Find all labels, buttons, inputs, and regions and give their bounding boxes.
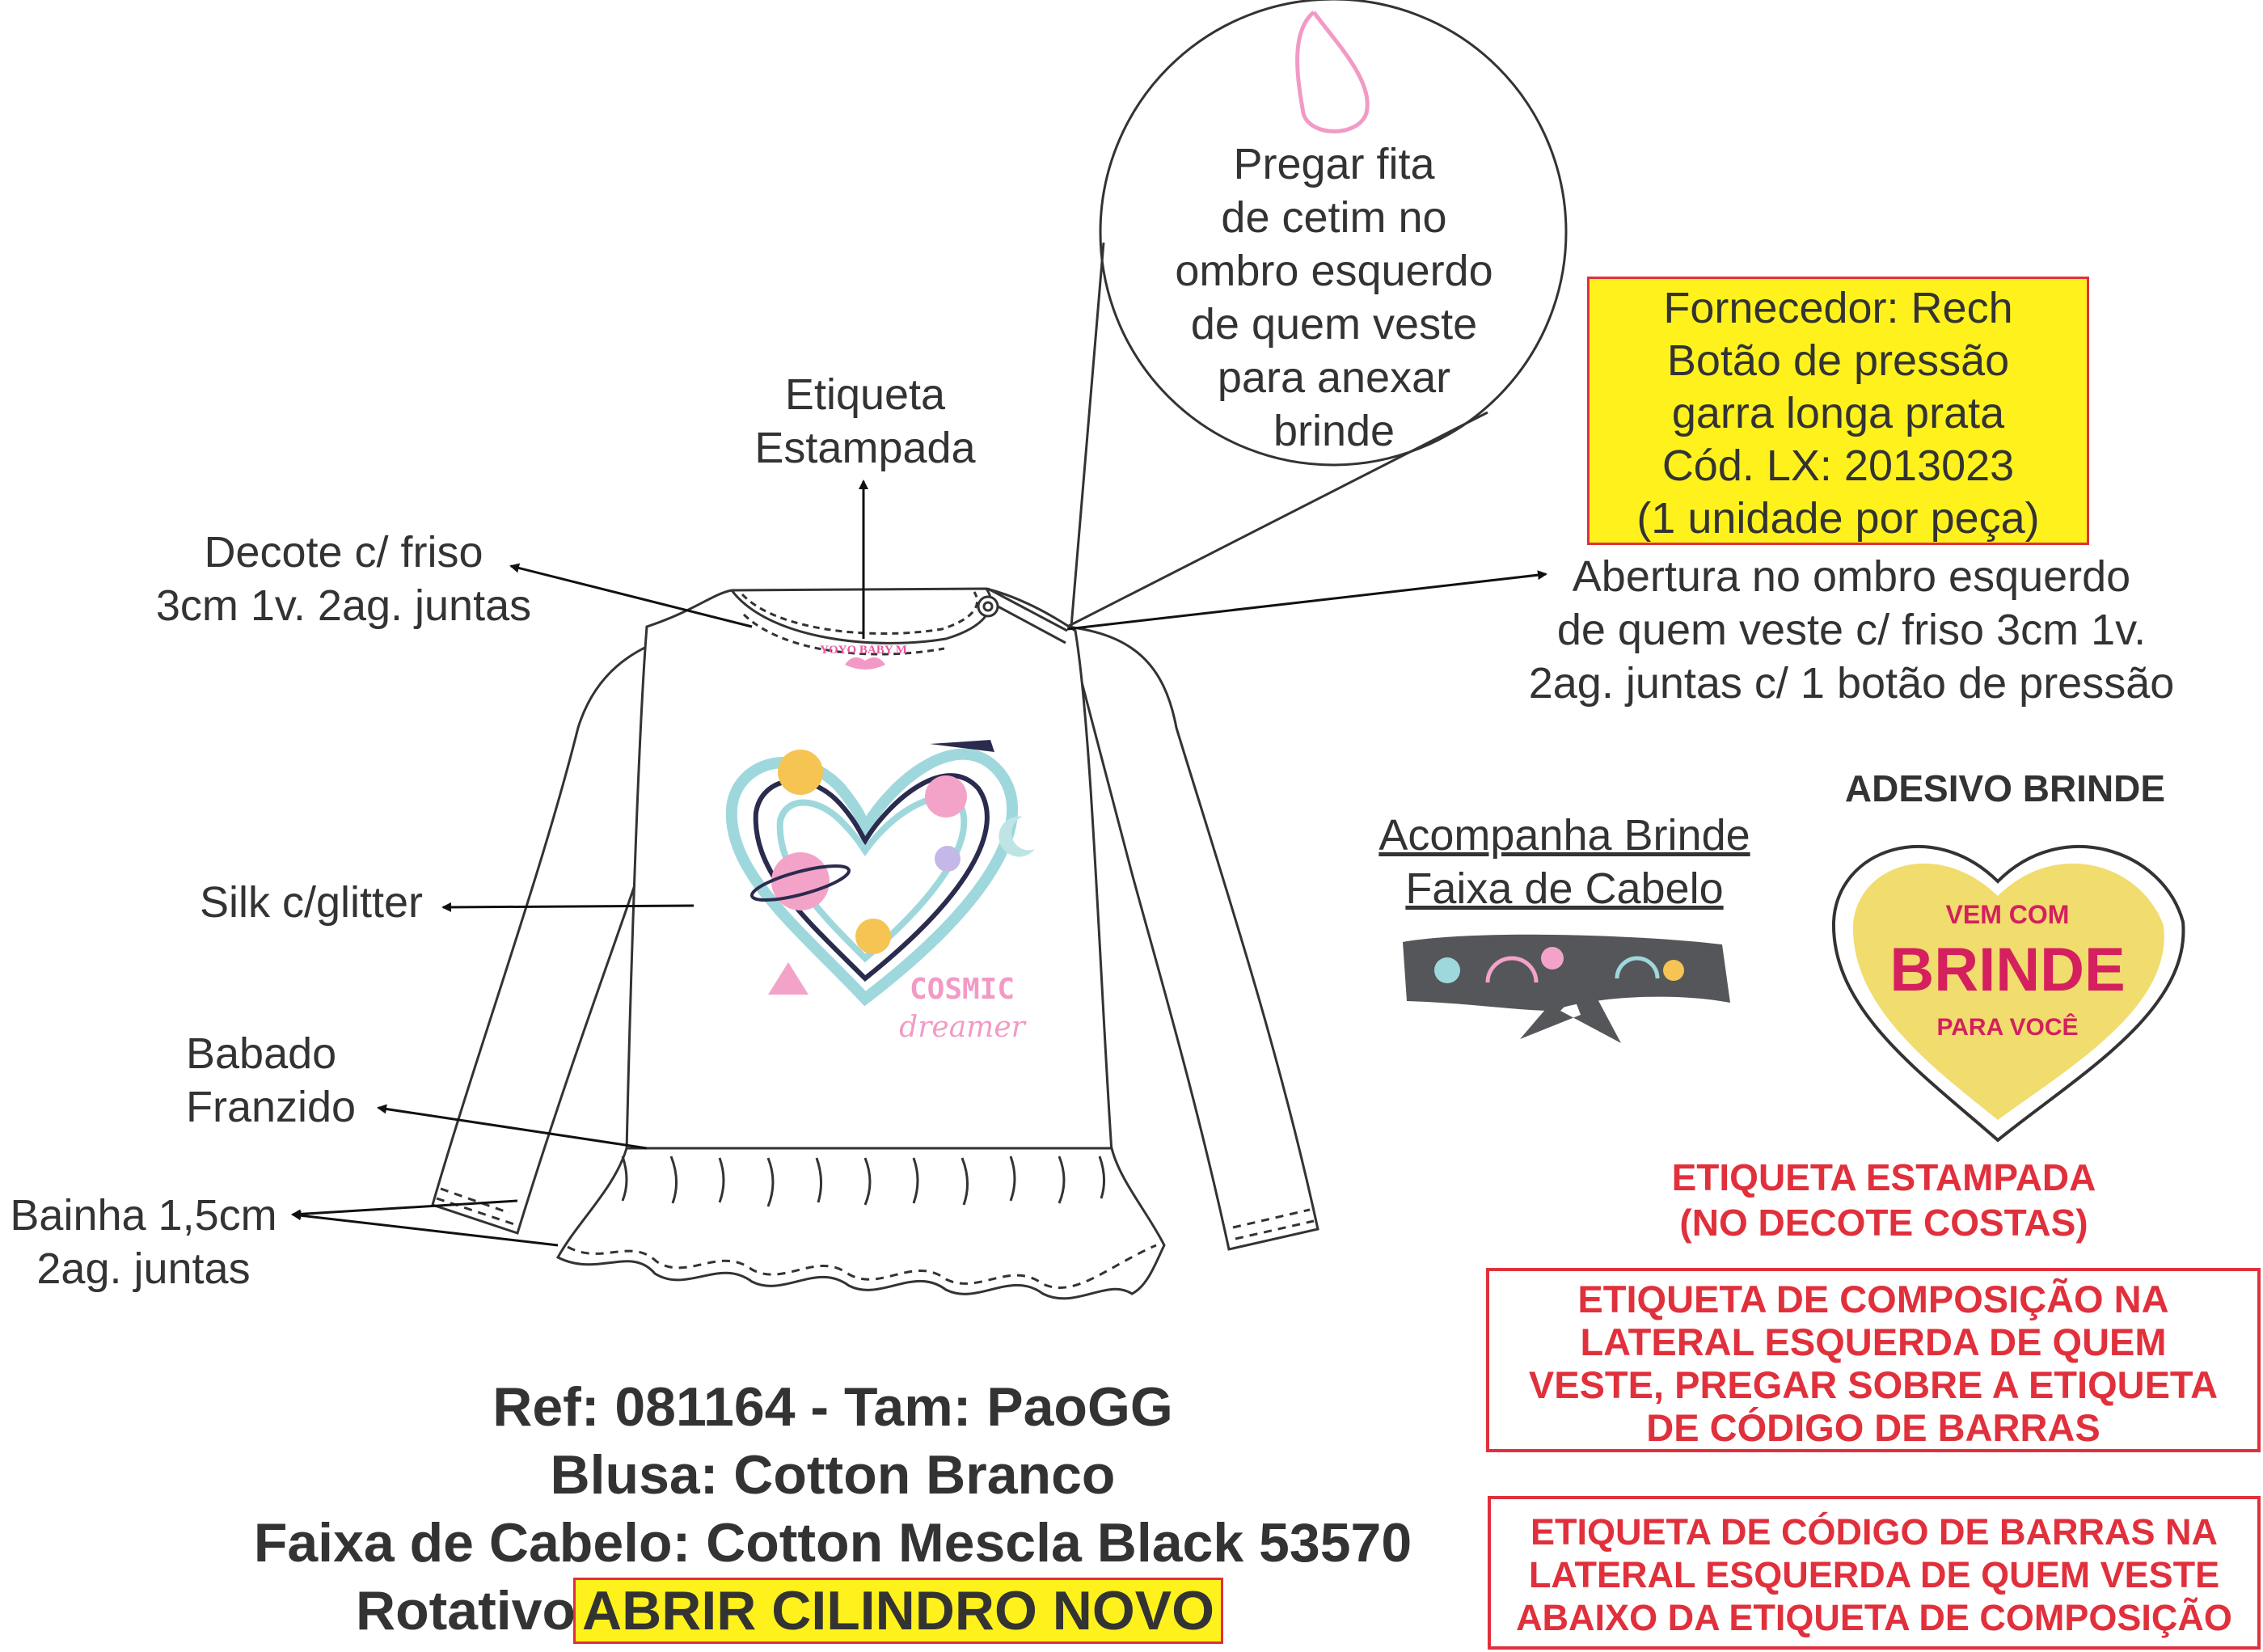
label-silk: Silk c/glitter bbox=[199, 878, 424, 927]
sticker-line3: PARA VOCÊ bbox=[1936, 1013, 2078, 1041]
sticker-line1: VEM COM bbox=[1946, 900, 2070, 929]
satin-ribbon-icon bbox=[1295, 11, 1370, 133]
callout-circle bbox=[1099, 0, 1568, 467]
neck-label: YOYO BABY M bbox=[820, 644, 907, 670]
spec-faixa: Faixa de Cabelo: Cotton Mescla Black 535… bbox=[253, 1512, 1412, 1574]
spec-blusa: Blusa: Cotton Branco bbox=[550, 1444, 1116, 1506]
print-text-cosmic: COSMIC bbox=[910, 973, 1015, 1006]
sticker-line2: BRINDE bbox=[1889, 936, 2125, 1004]
headband-image bbox=[1403, 934, 1730, 1043]
blouse-body bbox=[555, 587, 1166, 1300]
spec-rotativo-highlight: ABRIR CILINDRO NOVO bbox=[573, 1578, 1223, 1644]
supplier-box: Fornecedor: Rech Botão de pressão garra … bbox=[1587, 277, 2089, 545]
spec-ref: Ref: 081164 - Tam: PaoGG bbox=[492, 1376, 1173, 1438]
spec-block: Ref: 081164 - Tam: PaoGG Blusa: Cotton B… bbox=[194, 1373, 1471, 1645]
note-printed-label: ETIQUETA ESTAMPADA(NO DECOTE COSTAS) bbox=[1671, 1156, 2096, 1244]
gift-sticker: VEM COM BRINDE PARA VOCÊ bbox=[1831, 844, 2185, 1143]
note-barcode-label: ETIQUETA DE CÓDIGO DE BARRAS NA LATERAL … bbox=[1488, 1496, 2261, 1650]
callout-arrows bbox=[291, 480, 1547, 1247]
print-text-dreamer: dreamer bbox=[899, 1011, 1026, 1044]
neck-label-text: YOYO BABY M bbox=[820, 644, 907, 657]
sticker-heading: ADESIVO BRINDE bbox=[1844, 767, 2166, 809]
right-sleeve bbox=[1065, 625, 1319, 1251]
heart-print: COSMIC dreamer bbox=[725, 740, 1035, 1044]
note-composition-label: ETIQUETA DE COMPOSIÇÃO NA LATERAL ESQUER… bbox=[1486, 1268, 2261, 1452]
